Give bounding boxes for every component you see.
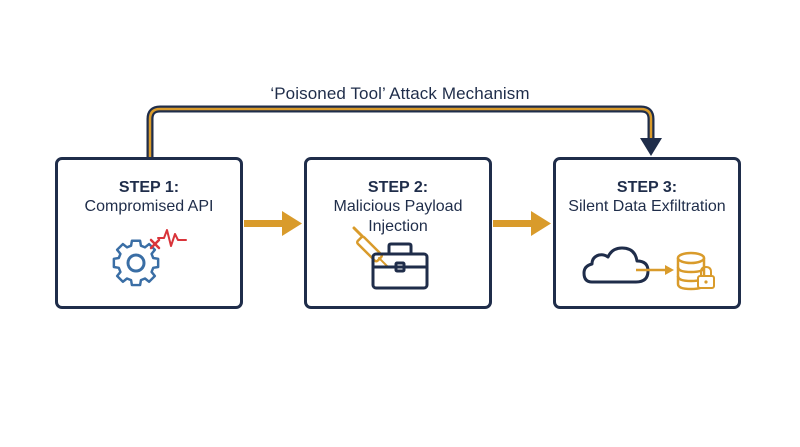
step-1-label: STEP 1: [118, 179, 180, 196]
step-3-description: Silent Data Exfiltration [568, 198, 726, 215]
loop-arrow [146, 105, 662, 158]
toolbox-icon [371, 242, 429, 290]
step-2-box: STEP 2: Malicious Payload Injection [304, 157, 492, 309]
step-2-label: STEP 2: [367, 179, 429, 196]
step-2-description: Malicious Payload Injection [333, 198, 463, 235]
gear-alert-icon [112, 229, 187, 287]
flow-arrow-1-to-2 [244, 211, 302, 236]
step-3-label: STEP 3: [616, 179, 678, 196]
cloud-to-locked-database-icon [582, 246, 715, 291]
flow-arrow-2-to-3 [493, 211, 551, 236]
step-1-box: STEP 1: Compromised API [55, 157, 243, 309]
transfer-arrow-icon [636, 265, 674, 275]
diagram-title: ‘Poisoned Tool’ Attack Mechanism [270, 84, 530, 103]
step-3-box: STEP 3: Silent Data Exfiltration [553, 157, 741, 309]
syringe-icon [352, 226, 388, 267]
syringe-toolbox-icon [352, 226, 429, 290]
cloud-icon [582, 246, 650, 284]
step-1-description: Compromised API [84, 198, 214, 215]
lock-icon [697, 265, 715, 289]
